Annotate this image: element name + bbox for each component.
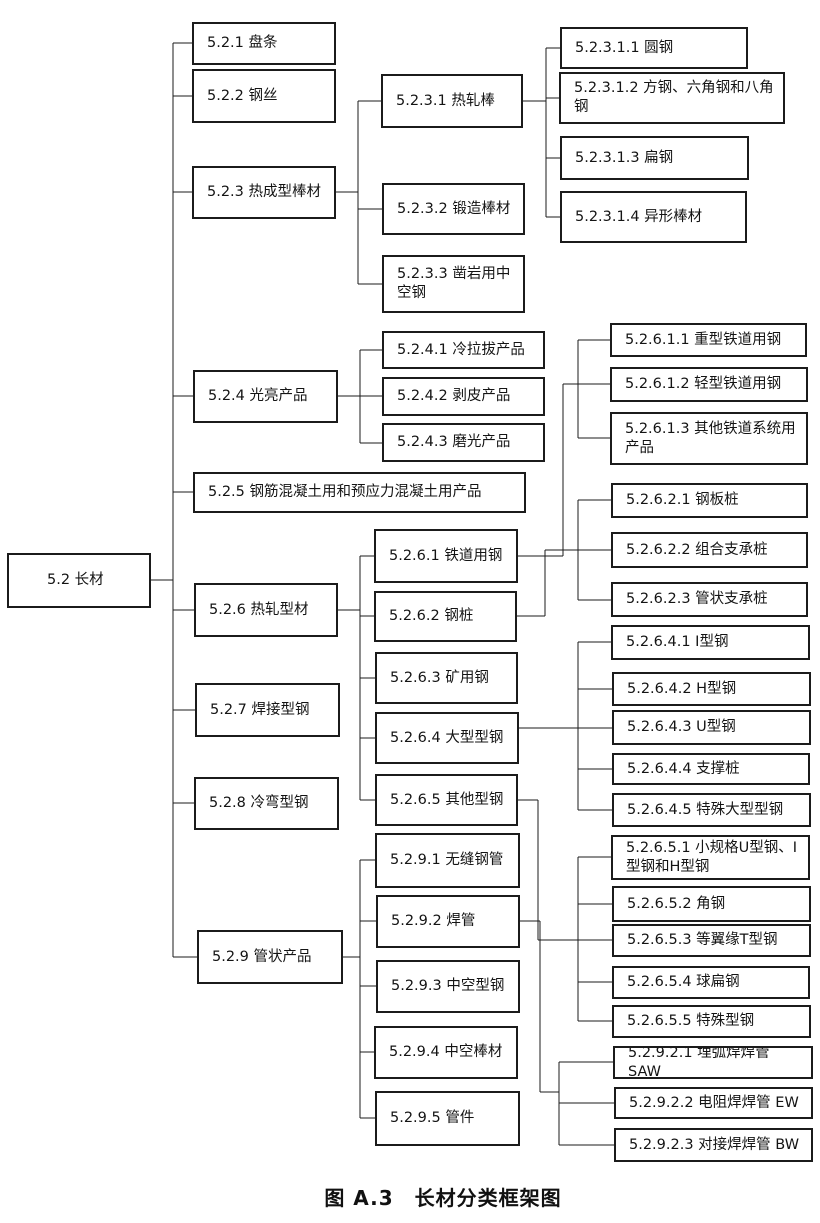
node-5-2: 5.2 长材 [7,553,151,608]
node-5-2-4: 5.2.4 光亮产品 [193,370,338,423]
node-5-2-6-4: 5.2.6.4 大型型钢 [375,712,519,764]
node-5-2-3-1-1: 5.2.3.1.1 圆钢 [560,27,748,69]
node-5-2-3-1: 5.2.3.1 热轧棒 [381,74,523,128]
node-5-2-6-4-5: 5.2.6.4.5 特殊大型型钢 [612,793,811,827]
node-5-2-6-1-1: 5.2.6.1.1 重型铁道用钢 [610,323,807,357]
node-5-2-5: 5.2.5 钢筋混凝土用和预应力混凝土用产品 [193,472,526,513]
node-5-2-3-1-4: 5.2.3.1.4 异形棒材 [560,191,747,243]
node-5-2-6-2-1: 5.2.6.2.1 钢板桩 [611,483,808,518]
node-5-2-6-5-4: 5.2.6.5.4 球扁钢 [612,966,810,999]
node-5-2-3-1-2: 5.2.3.1.2 方钢、六角钢和八角钢 [559,72,785,124]
node-5-2-8: 5.2.8 冷弯型钢 [194,777,339,830]
node-5-2-9-5: 5.2.9.5 管件 [375,1091,520,1146]
node-5-2-6-2: 5.2.6.2 钢桩 [374,591,517,642]
node-5-2-6-4-1: 5.2.6.4.1 I型钢 [611,625,810,660]
node-5-2-6-5: 5.2.6.5 其他型钢 [375,774,518,826]
node-5-2-6-4-4: 5.2.6.4.4 支撑桩 [612,753,810,785]
node-5-2-6-5-3: 5.2.6.5.3 等翼缘T型钢 [612,924,811,957]
node-5-2-6-4-3: 5.2.6.4.3 U型钢 [612,710,811,745]
node-5-2-6-5-2: 5.2.6.5.2 角钢 [612,886,811,922]
node-5-2-4-3: 5.2.4.3 磨光产品 [382,423,545,462]
node-5-2-9: 5.2.9 管状产品 [197,930,343,984]
node-5-2-9-2-3: 5.2.9.2.3 对接焊焊管 BW [614,1128,813,1162]
node-5-2-6-2-2: 5.2.6.2.2 组合支承桩 [611,532,808,568]
node-5-2-3: 5.2.3 热成型棒材 [192,166,336,219]
node-5-2-9-2: 5.2.9.2 焊管 [376,895,520,948]
node-5-2-3-2: 5.2.3.2 锻造棒材 [382,183,525,235]
node-5-2-6-2-3: 5.2.6.2.3 管状支承桩 [611,582,808,617]
node-5-2-3-3: 5.2.3.3 凿岩用中空钢 [382,255,525,313]
node-5-2-9-4: 5.2.9.4 中空棒材 [374,1026,518,1079]
node-5-2-4-1: 5.2.4.1 冷拉拔产品 [382,331,545,369]
node-5-2-3-1-3: 5.2.3.1.3 扁钢 [560,136,749,180]
node-5-2-9-1: 5.2.9.1 无缝钢管 [375,833,520,888]
node-5-2-6-1-2: 5.2.6.1.2 轻型铁道用钢 [610,367,808,402]
node-5-2-6-1-3: 5.2.6.1.3 其他铁道系统用产品 [610,412,808,465]
node-5-2-6-5-1: 5.2.6.5.1 小规格U型钢、I型钢和H型钢 [611,835,810,880]
node-5-2-9-2-2: 5.2.9.2.2 电阻焊焊管 EW [614,1087,813,1119]
node-5-2-9-3: 5.2.9.3 中空型钢 [376,960,520,1013]
node-5-2-6: 5.2.6 热轧型材 [194,583,338,637]
figure-caption: 图 A.3 长材分类框架图 [324,1186,562,1210]
node-5-2-6-4-2: 5.2.6.4.2 H型钢 [612,672,811,706]
node-5-2-6-1: 5.2.6.1 铁道用钢 [374,529,518,583]
node-5-2-6-3: 5.2.6.3 矿用钢 [375,652,518,704]
node-5-2-2: 5.2.2 钢丝 [192,69,336,123]
node-5-2-4-2: 5.2.4.2 剥皮产品 [382,377,545,416]
node-5-2-9-2-1: 5.2.9.2.1 埋弧焊焊管 SAW [613,1046,813,1079]
node-5-2-7: 5.2.7 焊接型钢 [195,683,340,737]
node-5-2-6-5-5: 5.2.6.5.5 特殊型钢 [612,1005,811,1038]
node-5-2-1: 5.2.1 盘条 [192,22,336,65]
